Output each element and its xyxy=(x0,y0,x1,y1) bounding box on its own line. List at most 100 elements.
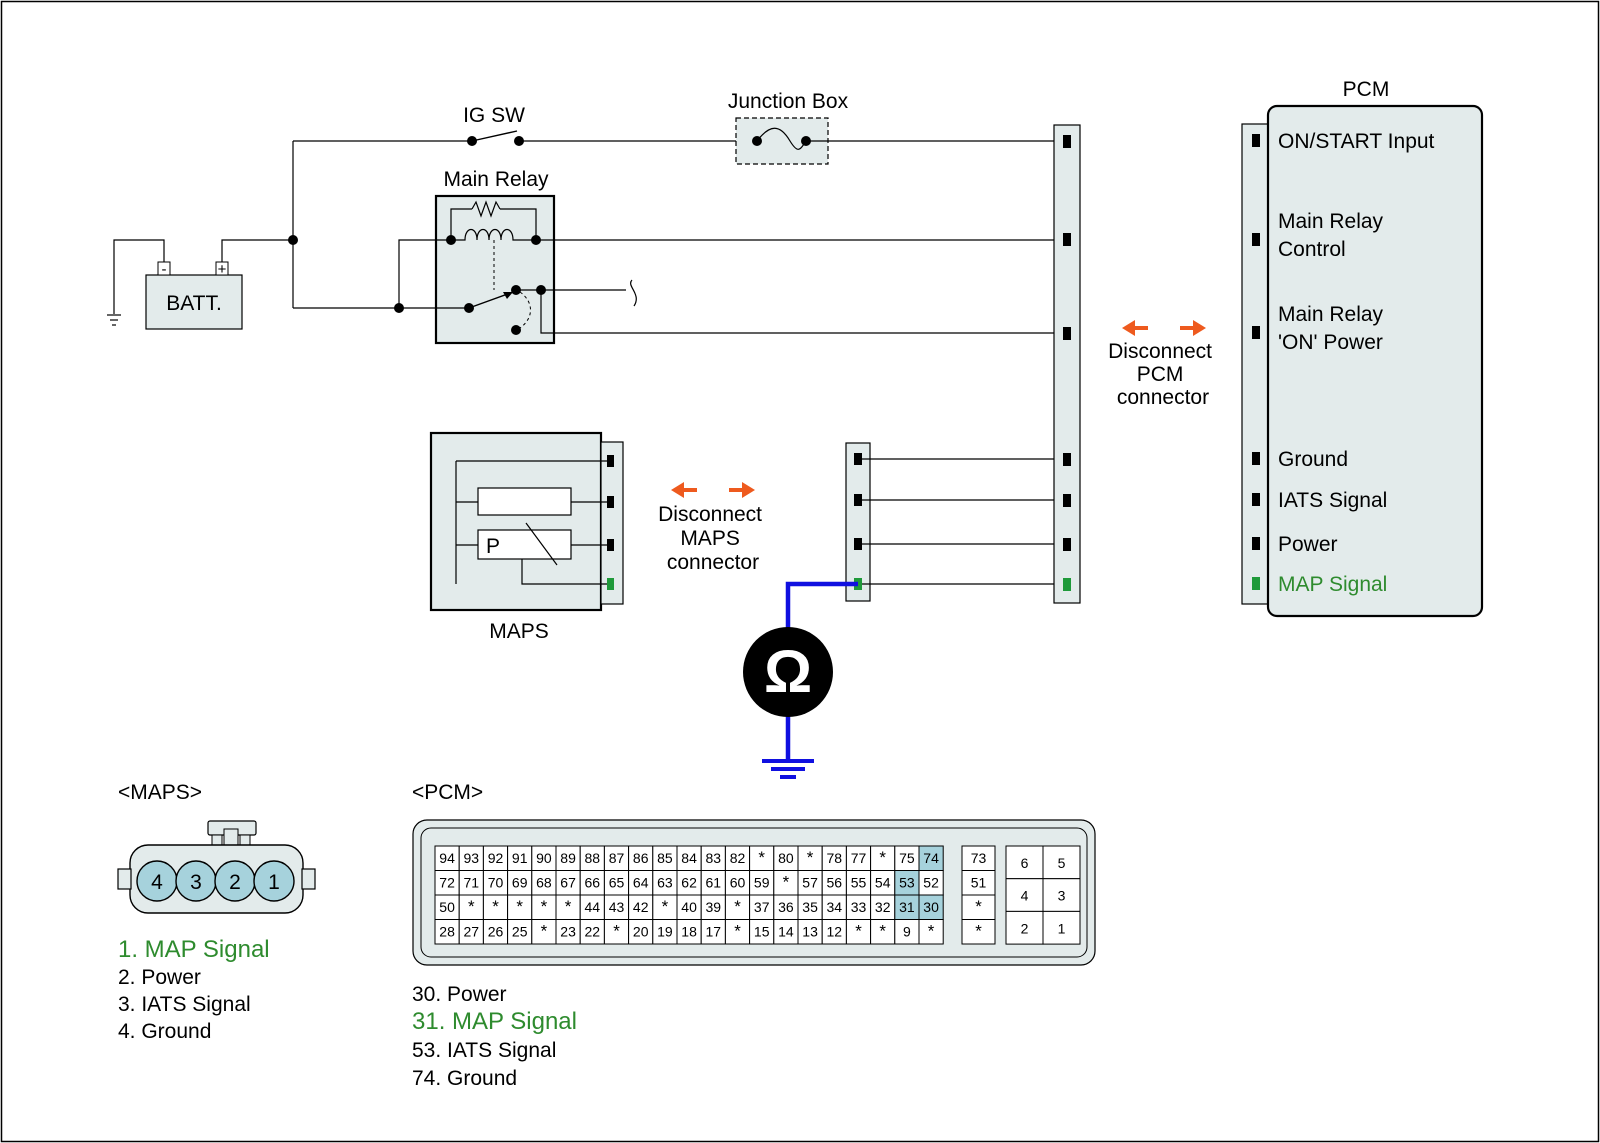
pcm-grid-pin: 59 xyxy=(754,875,770,891)
pcm-grid-cell xyxy=(434,919,460,945)
relay-resistor-icon xyxy=(471,200,501,218)
pcm-grid-pin: 83 xyxy=(706,850,722,866)
pcm-grid-pin: 94 xyxy=(439,850,455,866)
junction-dot xyxy=(288,235,298,245)
maps-pin-map-signal xyxy=(607,578,614,590)
maps-connector-title: <MAPS> xyxy=(118,781,202,804)
pcm-pin-label: Ground xyxy=(1278,448,1348,471)
pcm-grid-pin: * xyxy=(613,922,620,941)
pcm-grid-pin: 37 xyxy=(754,899,770,915)
pcm-grid-pin: * xyxy=(855,922,862,941)
harness-pin xyxy=(1063,538,1071,551)
pcm-connector-title: <PCM> xyxy=(412,781,483,804)
pcm-pin-terminal xyxy=(1252,577,1260,590)
ohm-symbol: Ω xyxy=(764,638,812,705)
pcm-block-cell xyxy=(1042,910,1081,945)
pcm-grid-cell xyxy=(700,894,726,920)
harness-pin xyxy=(1063,453,1071,466)
pcm-block-pin: 2 xyxy=(1021,920,1029,936)
pcm-grid-pin: 26 xyxy=(488,924,504,940)
pcm-grid-cell xyxy=(628,845,654,871)
pcm-pin-terminal xyxy=(1252,537,1260,550)
pcm-side-pin: * xyxy=(975,922,982,941)
pcm-grid-pin: 62 xyxy=(681,875,697,891)
pcm-grid-pin: 61 xyxy=(706,875,722,891)
junction-box-label: Junction Box xyxy=(728,90,849,113)
relay-blade-arrow xyxy=(503,292,513,299)
pcm-grid-pin: 35 xyxy=(802,899,818,915)
pcm-grid-pin: * xyxy=(541,897,548,916)
pcm-pin-label: Power xyxy=(1278,533,1338,556)
pcm-grid-cell xyxy=(579,845,605,871)
pcm-label: PCM xyxy=(1343,78,1390,101)
pcm-grid-cell xyxy=(870,845,896,871)
harness-pin xyxy=(854,453,862,465)
pcm-side-pin: 51 xyxy=(971,875,987,891)
pcm-grid-pin: 33 xyxy=(851,899,867,915)
wire-break-icon xyxy=(630,279,637,307)
pcm-grid-pin: 14 xyxy=(778,924,794,940)
battery-negative-label: - xyxy=(162,261,167,278)
pcm-grid-cell xyxy=(797,845,823,871)
pcm-pin-label: Main Relay xyxy=(1278,303,1384,326)
battery: BATT. - + xyxy=(145,261,243,330)
pcm-block-cell xyxy=(1042,845,1081,880)
battery-positive-label: + xyxy=(218,261,227,278)
fuse-icon xyxy=(756,127,807,150)
pcm-pin-terminal xyxy=(1252,233,1260,246)
pcm-grid-pin: 34 xyxy=(827,899,843,915)
harness-pin xyxy=(854,538,862,550)
pcm-grid-cell xyxy=(434,894,460,920)
pcm-pin-label: 'ON' Power xyxy=(1278,331,1383,354)
pcm-grid-pin: * xyxy=(468,897,475,916)
pcm-grid-pin: 80 xyxy=(778,850,794,866)
ig-switch-blade xyxy=(471,130,518,142)
pcm-grid-pin: 19 xyxy=(657,924,673,940)
maps-sensor-connector xyxy=(600,441,624,605)
harness-pin xyxy=(1063,327,1071,340)
pcm-grid-pin: 39 xyxy=(706,899,722,915)
pcm-block-pin: 5 xyxy=(1058,855,1066,871)
maps-connector-pin-number: 1 xyxy=(268,871,280,894)
disconnect-pcm-arrows xyxy=(1122,320,1206,336)
maps-internal-wire xyxy=(521,559,611,585)
pcm-grid-cell xyxy=(700,919,726,945)
pcm-side-pin: 73 xyxy=(971,850,987,866)
relay-contact xyxy=(511,325,521,335)
pcm-grid-cell xyxy=(894,845,920,871)
junction-box xyxy=(735,117,829,165)
pcm-grid-pin: 36 xyxy=(778,899,794,915)
pcm-grid-pin: 92 xyxy=(488,850,504,866)
maps-connector-pin-number: 4 xyxy=(151,871,163,894)
pcm-pin-terminal xyxy=(1252,493,1260,506)
pcm-grid-pin: 23 xyxy=(560,924,576,940)
pcm-pin-terminal xyxy=(1252,134,1260,147)
pcm-grid-pin: 88 xyxy=(585,850,601,866)
pcm-grid-cell xyxy=(918,870,944,896)
pcm-grid-cell xyxy=(482,845,509,871)
pcm-grid-pin: 89 xyxy=(560,850,576,866)
pcm-grid-pin: 93 xyxy=(464,850,480,866)
pcm-grid-pin: 12 xyxy=(827,924,843,940)
battery-label: BATT. xyxy=(166,292,222,315)
pcm-grid-cell xyxy=(482,919,509,945)
legend-entry: 1. MAP Signal xyxy=(118,936,270,963)
pcm-grid-pin: 63 xyxy=(657,875,673,891)
maps-pressure-element xyxy=(477,529,572,560)
pcm-grid-cell xyxy=(531,845,557,871)
pcm-grid-pin: 42 xyxy=(633,899,649,915)
legend-entry: 2. Power xyxy=(118,966,201,989)
pcm-grid-pin: 60 xyxy=(730,875,746,891)
pcm-side-pin: * xyxy=(975,897,982,916)
relay-coil-wire xyxy=(500,208,537,240)
relay-coil-supply-wire xyxy=(398,239,451,308)
pcm-grid-pin: * xyxy=(879,848,886,867)
maps-pin xyxy=(607,539,614,551)
pcm-grid-cell xyxy=(458,919,484,945)
pcm-grid-cell xyxy=(918,919,944,945)
pcm-grid-pin: 54 xyxy=(875,875,891,891)
